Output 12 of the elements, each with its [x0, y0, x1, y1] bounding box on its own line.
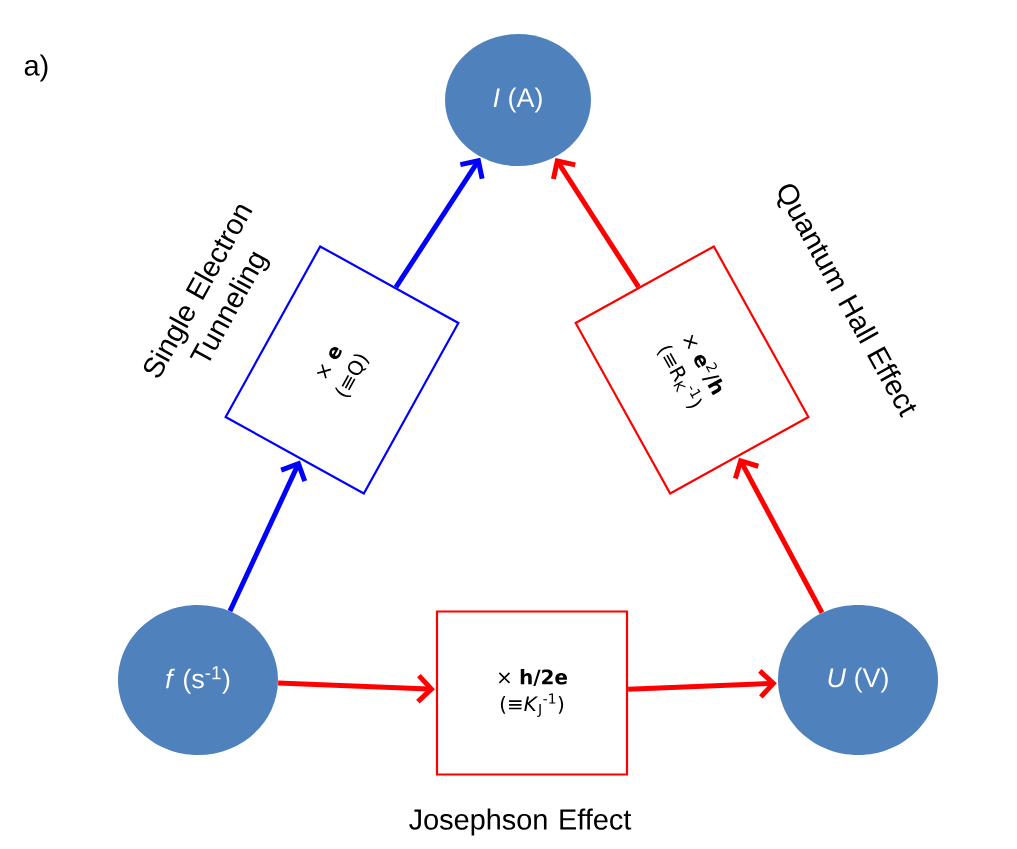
- arrow: [227, 460, 308, 613]
- effect-label: Josephson Effect: [409, 808, 632, 836]
- ellipse-node: f (s$^{-1}$): [118, 605, 278, 755]
- process-box: × h/2e (≡K$_{J}$$^{-1}$): [435, 610, 629, 776]
- ellipse-node: U (V): [778, 605, 938, 755]
- arrow: [393, 157, 485, 289]
- ellipse-node: I (A): [445, 34, 591, 166]
- arrow: [628, 669, 777, 699]
- arrow: [278, 673, 435, 704]
- arrow: [551, 158, 641, 289]
- arrow: [733, 457, 825, 614]
- panel-label: a): [24, 54, 48, 82]
